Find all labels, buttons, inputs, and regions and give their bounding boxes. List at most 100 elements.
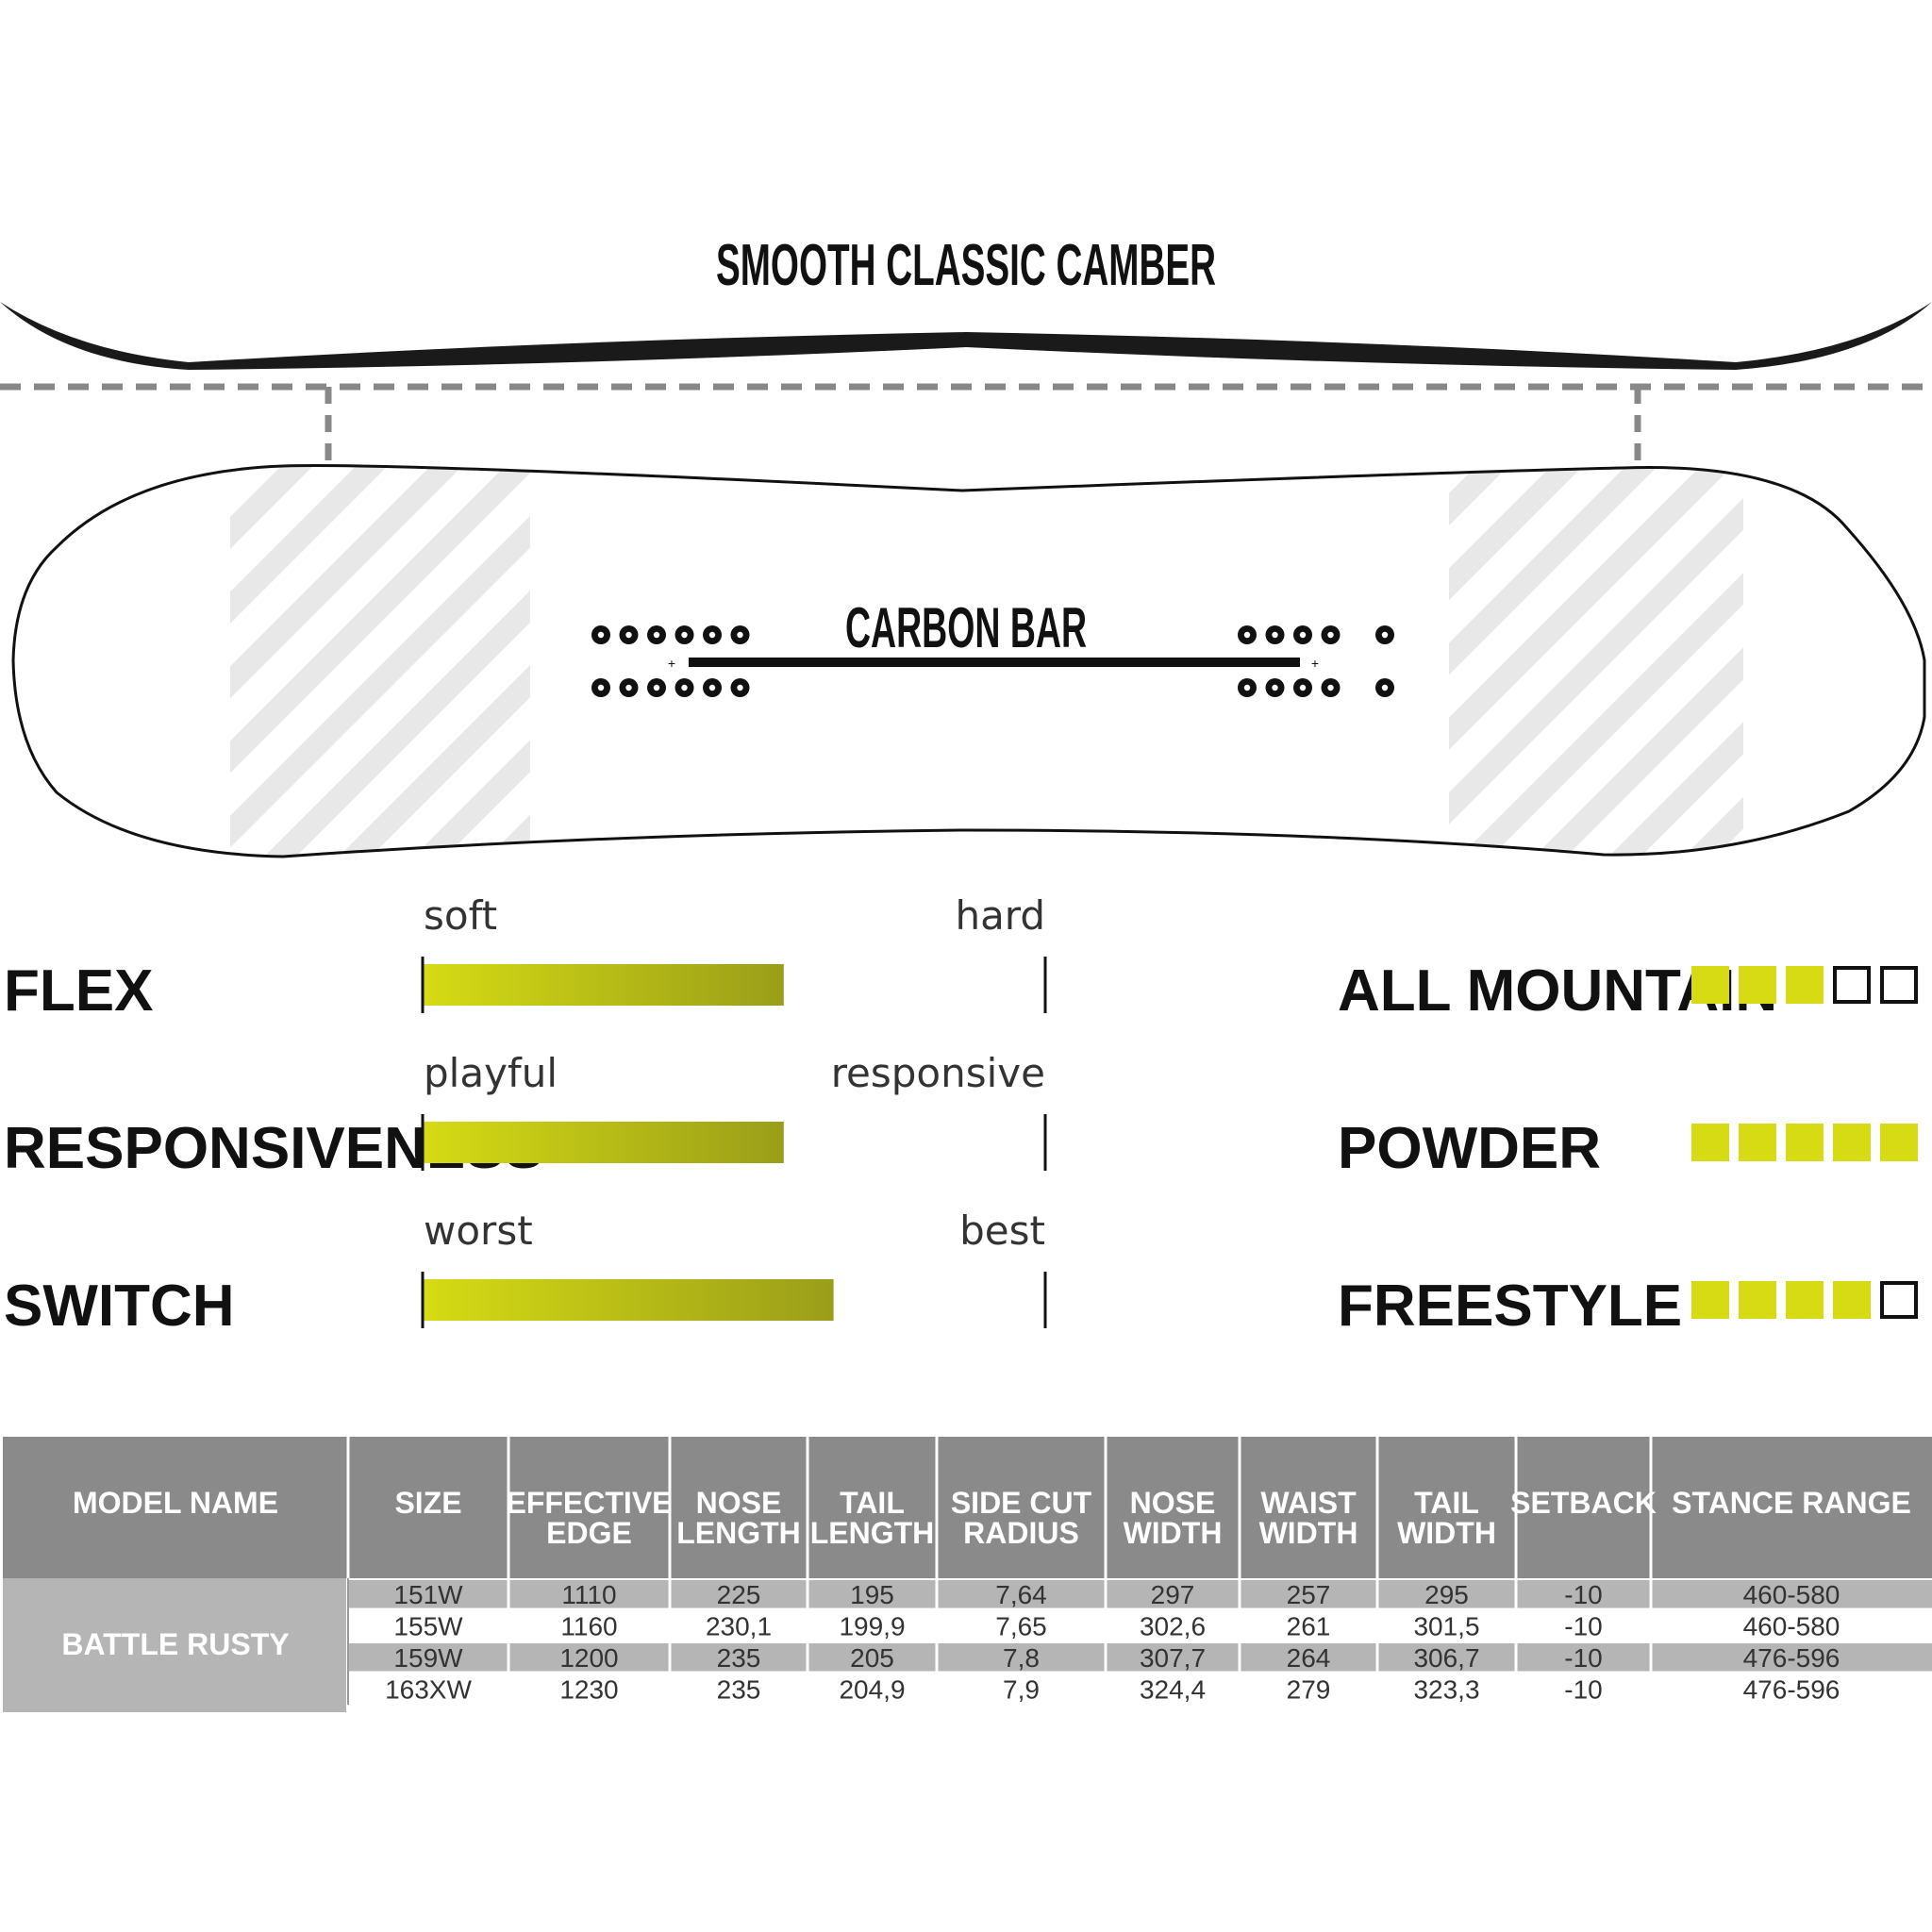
insert-hole-center bbox=[1243, 684, 1251, 691]
table-cell: 151W bbox=[393, 1580, 463, 1609]
insert-hole-center bbox=[1243, 631, 1251, 639]
table-header-cell: TAIL bbox=[840, 1486, 905, 1520]
rating-bar-fill bbox=[423, 1279, 834, 1321]
terrain-square-filled bbox=[1786, 1281, 1824, 1319]
model-name: BATTLE RUSTY bbox=[61, 1627, 289, 1661]
table-header-cell: SIDE CUT bbox=[951, 1486, 1092, 1520]
table-header-cell: SETBACK bbox=[1510, 1486, 1657, 1520]
table-cell: 261 bbox=[1287, 1612, 1331, 1641]
profile-title: SMOOTH CLASSIC CAMBER bbox=[716, 233, 1216, 298]
table-cell: 460-580 bbox=[1743, 1580, 1840, 1609]
terrain-all-mountain: ALL MOUNTAIN bbox=[1338, 958, 1918, 1024]
table-header-cell: LENGTH bbox=[810, 1516, 935, 1550]
table-header-cell: WIDTH bbox=[1259, 1516, 1358, 1550]
table-row-bg bbox=[348, 1580, 1932, 1608]
table-cell: 1230 bbox=[559, 1675, 618, 1705]
table-cell: 235 bbox=[717, 1675, 761, 1705]
table-header-cell: NOSE bbox=[696, 1486, 782, 1520]
table-row-bg bbox=[348, 1643, 1932, 1672]
rating-bar-fill bbox=[423, 964, 784, 1006]
terrain-square-filled bbox=[1691, 1124, 1729, 1161]
terrain-square-filled bbox=[1833, 1281, 1871, 1319]
terrain-square-filled bbox=[1739, 1281, 1776, 1319]
table-cell: 235 bbox=[717, 1643, 761, 1673]
binding-inserts bbox=[591, 625, 1394, 697]
table-cell: 460-580 bbox=[1743, 1612, 1840, 1641]
insert-hole-center bbox=[681, 631, 688, 639]
striped-zone-nose bbox=[230, 465, 530, 857]
table-cell: 302,6 bbox=[1140, 1612, 1206, 1641]
table-cell: 205 bbox=[850, 1643, 894, 1673]
table-cell: 1110 bbox=[561, 1580, 616, 1609]
insert-hole-center bbox=[1272, 684, 1278, 691]
reference-mark-left: + bbox=[668, 656, 675, 671]
terrain-square-filled bbox=[1786, 1124, 1824, 1161]
table-cell: 7,65 bbox=[995, 1612, 1047, 1641]
table-cell: 159W bbox=[393, 1643, 463, 1673]
insert-hole-center bbox=[597, 684, 605, 691]
terrain-square-empty bbox=[1880, 1281, 1918, 1319]
camber-profile-curve bbox=[0, 302, 1932, 370]
insert-hole-center bbox=[1272, 631, 1278, 639]
table-cell: 199,9 bbox=[839, 1612, 905, 1641]
table-cell: 257 bbox=[1287, 1580, 1331, 1609]
table-cell: 306,7 bbox=[1413, 1643, 1479, 1673]
table-header-cell: WAIST bbox=[1260, 1486, 1357, 1520]
table-cell: -10 bbox=[1564, 1643, 1602, 1673]
table-header-cell: STANCE RANGE bbox=[1672, 1486, 1911, 1520]
table-cell: 204,9 bbox=[839, 1675, 905, 1705]
table-cell: 225 bbox=[717, 1580, 761, 1609]
terrain-square-filled bbox=[1691, 1281, 1729, 1319]
table-header-cell: EDGE bbox=[546, 1516, 632, 1550]
table-cell: 307,7 bbox=[1140, 1643, 1206, 1673]
table-header-cell: SIZE bbox=[394, 1486, 461, 1520]
rating-right-label: best bbox=[959, 1208, 1045, 1254]
table-cell: 476-596 bbox=[1743, 1643, 1840, 1673]
table-header-cell: WIDTH bbox=[1124, 1516, 1223, 1550]
rating-bar-fill bbox=[423, 1122, 784, 1163]
board-top-view bbox=[11, 464, 1926, 858]
insert-hole-center bbox=[625, 684, 632, 691]
carbon-bar-label: CARBON BAR bbox=[845, 596, 1087, 659]
table-cell: 301,5 bbox=[1413, 1612, 1479, 1641]
model-name-cell bbox=[3, 1578, 346, 1712]
table-header-cell: NOSE bbox=[1130, 1486, 1216, 1520]
rating-right-label: responsive bbox=[831, 1050, 1045, 1096]
board-outline bbox=[11, 464, 1926, 858]
table-header-cell: WIDTH bbox=[1397, 1516, 1496, 1550]
table-cell: 155W bbox=[393, 1612, 463, 1641]
table-cell: 230,1 bbox=[706, 1612, 772, 1641]
table-cell: 323,3 bbox=[1413, 1675, 1479, 1705]
terrain-square-filled bbox=[1880, 1124, 1918, 1161]
insert-hole-center bbox=[1381, 684, 1389, 691]
insert-hole-center bbox=[1327, 631, 1334, 639]
insert-hole-center bbox=[653, 631, 660, 639]
insert-hole-center bbox=[1299, 684, 1307, 691]
insert-hole-center bbox=[1299, 631, 1307, 639]
table-cell: 279 bbox=[1287, 1675, 1331, 1705]
table-cell: 476-596 bbox=[1743, 1675, 1840, 1705]
terrain-square-filled bbox=[1786, 966, 1824, 1004]
insert-hole-center bbox=[1327, 684, 1334, 691]
table-header-cell: EFFECTIVE bbox=[506, 1486, 672, 1520]
table-cell: 163XW bbox=[385, 1675, 472, 1705]
table-cell: 264 bbox=[1287, 1643, 1331, 1673]
table-cell: 324,4 bbox=[1140, 1675, 1206, 1705]
table-cell: 7,9 bbox=[1003, 1675, 1040, 1705]
reference-mark-right: + bbox=[1311, 656, 1319, 671]
insert-hole-center bbox=[737, 684, 743, 691]
rating-left-label: worst bbox=[424, 1208, 533, 1254]
rating-left-label: playful bbox=[424, 1050, 558, 1096]
terrain-square-filled bbox=[1739, 966, 1776, 1004]
rating-name: FLEX bbox=[4, 958, 153, 1024]
table-cell: -10 bbox=[1564, 1612, 1602, 1641]
rating-left-label: soft bbox=[424, 892, 497, 939]
insert-hole-center bbox=[653, 684, 660, 691]
